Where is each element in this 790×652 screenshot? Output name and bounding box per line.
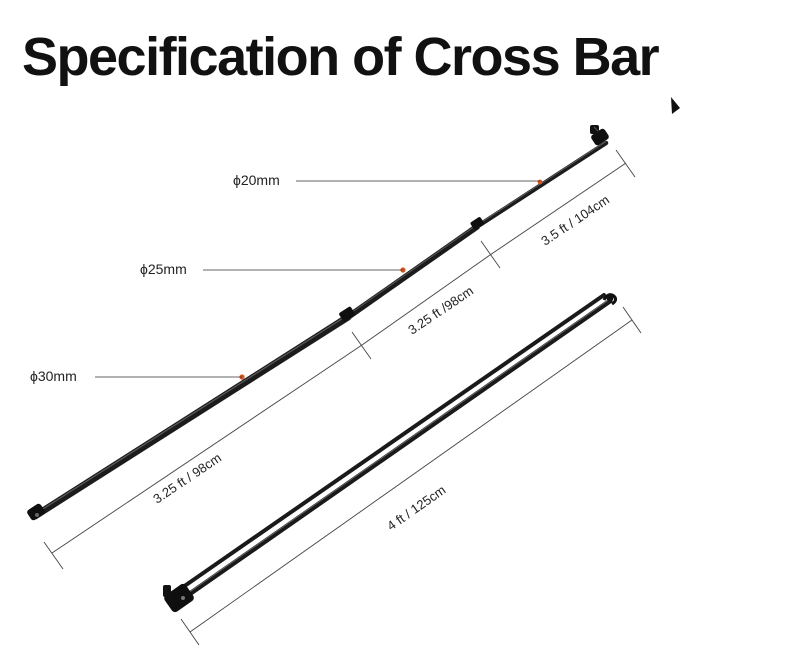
joint-collar-lower — [339, 306, 355, 322]
length-label-bottom-segment: 3.25 ft / 98cm — [150, 450, 224, 506]
short-bar-end-cap — [606, 294, 614, 302]
bar-section-20mm — [475, 140, 609, 229]
bar-section-30mm-highlight — [34, 314, 349, 515]
corner-mark-icon — [671, 97, 680, 114]
bar-end-hole — [35, 513, 39, 517]
telescopic-cross-bar — [27, 125, 609, 521]
dimension-lines-telescopic — [43, 149, 636, 570]
length-label-middle-segment: 3.25 ft /98cm — [405, 283, 476, 337]
dimension-tick-short-left — [180, 618, 200, 646]
length-label-short-bar: 4 ft / 125cm — [384, 482, 448, 533]
short-bar-rod-front — [175, 298, 613, 605]
dimension-line-short-bar — [189, 319, 633, 633]
dimension-tick-3 — [480, 240, 501, 269]
page-title: Specification of Cross Bar — [22, 27, 660, 87]
short-bar-clamp-left — [164, 583, 194, 613]
short-cross-bar — [163, 293, 618, 613]
dimension-lines-short-bar — [180, 306, 642, 646]
bar-section-25mm — [346, 223, 480, 320]
short-bar-knob-icon — [163, 585, 171, 597]
locking-knob-icon — [590, 125, 599, 134]
dimension-line-top-segment — [489, 162, 627, 256]
short-bar-hook-icon — [602, 293, 618, 306]
diameter-label-25mm: ϕ25mm — [140, 261, 187, 277]
dimension-line-bottom-segment — [51, 344, 363, 554]
locking-knob-highlight — [593, 126, 599, 132]
bar-section-25mm-highlight — [347, 223, 479, 316]
dimension-tick-1 — [43, 541, 64, 570]
short-bar-rod-highlight — [177, 298, 611, 601]
length-label-top-segment: 3.5 ft / 104cm — [538, 192, 612, 248]
dimension-tick-2 — [351, 331, 372, 360]
dimension-line-middle-segment — [361, 254, 491, 346]
dimension-tick-short-right — [622, 306, 642, 334]
diameter-label-30mm: ϕ30mm — [30, 368, 77, 384]
diameter-label-20mm: ϕ20mm — [233, 172, 280, 188]
joint-collar-upper — [470, 217, 484, 230]
short-bar-rod-back — [171, 293, 606, 596]
marker-20mm — [537, 179, 543, 185]
dimension-tick-4 — [615, 149, 636, 178]
short-bar-clamp-screw — [181, 596, 185, 600]
bar-end-cap-left — [27, 503, 45, 521]
bar-section-30mm — [31, 313, 352, 520]
